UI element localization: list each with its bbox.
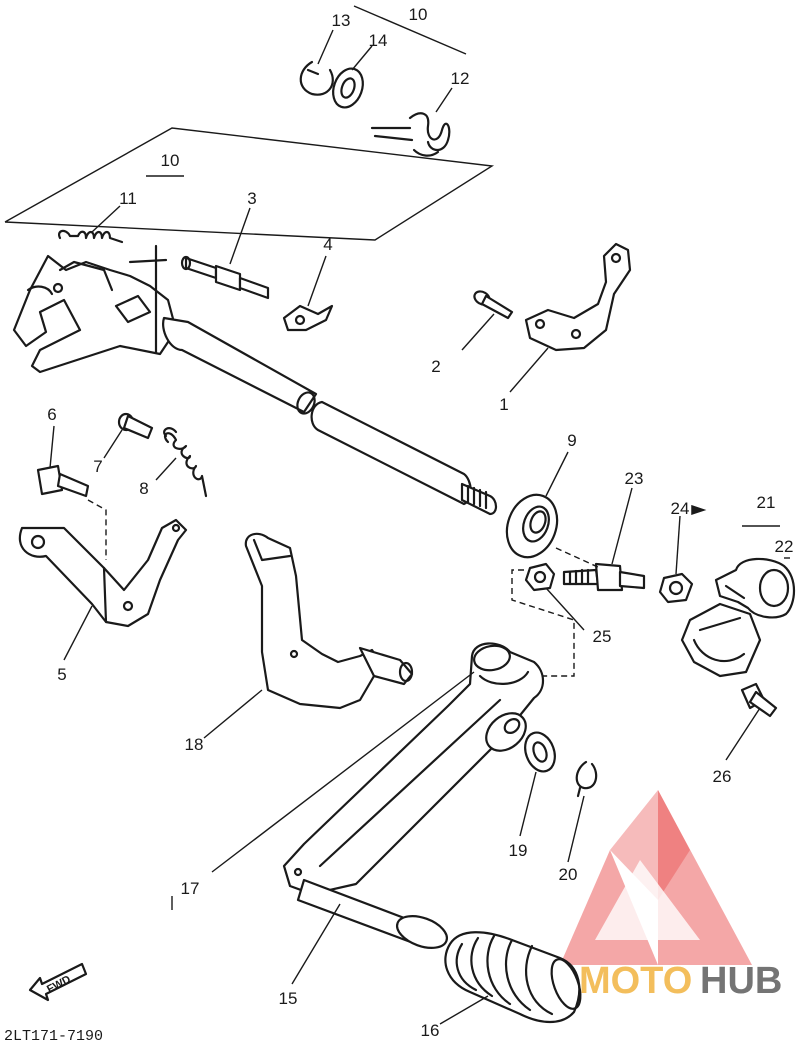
- callout-20: 20: [559, 865, 578, 884]
- callout-17: 17: [181, 879, 200, 898]
- part-10-shift-shaft-assembly: [12, 244, 498, 516]
- assembly-line-23-21: [555, 547, 601, 569]
- callout-10-mid: 10: [161, 151, 180, 170]
- callout-6: 6: [47, 405, 56, 424]
- part-19-washer: [524, 731, 556, 773]
- part-4-clip: [282, 304, 334, 332]
- callout-22: 22: [775, 537, 794, 556]
- callout-10-top: 10: [409, 5, 428, 24]
- assembly-line-5-6: [87, 499, 107, 560]
- part-6-bolt: [36, 464, 90, 498]
- part-16-pedal-rubber: [444, 931, 582, 1024]
- part-17-shift-pedal: [282, 642, 545, 896]
- callout-24: 24: [671, 499, 690, 518]
- part-5-lever-arm: [18, 518, 188, 628]
- part-26-bolt: [740, 682, 778, 718]
- forward-direction-label: FWD: [45, 973, 73, 995]
- part-3-stud-bolt: [180, 255, 270, 300]
- part-23-rod-end-bolt: [562, 562, 646, 592]
- callout-16: 16: [421, 1021, 440, 1040]
- part-22-rod-end: [714, 557, 796, 619]
- part-2-pin: [473, 290, 514, 320]
- callout-14: 14: [369, 31, 388, 50]
- part-14-washer: [332, 67, 364, 109]
- callout-labels: 10 13 14 12 10 11 3 4 2 1 6 7 8 9 23 24 …: [47, 5, 793, 1040]
- part-11-spring: [58, 229, 124, 244]
- watermark-text-right: HUB: [700, 960, 782, 1002]
- callout-12: 12: [451, 69, 470, 88]
- callout-5: 5: [57, 665, 66, 684]
- callout-19: 19: [509, 841, 528, 860]
- callout-25: 25: [593, 627, 612, 646]
- part-15-pedal-shaft: [296, 878, 448, 949]
- callout-18: 18: [185, 735, 204, 754]
- part-20-clip: [575, 760, 598, 798]
- callout-15: 15: [279, 989, 298, 1008]
- callout-1: 1: [499, 395, 508, 414]
- part-7-screw: [117, 412, 154, 440]
- part-1-stopper-plate: [524, 242, 632, 352]
- part-13-circlip: [299, 60, 334, 96]
- part-24-nut: [658, 572, 694, 604]
- forward-direction-arrow: FWD: [28, 962, 88, 1002]
- assembly-line-25: [511, 569, 575, 677]
- part-12-spring: [370, 112, 451, 157]
- part-18-shift-arm: [244, 532, 414, 710]
- callout-21: 21: [757, 493, 776, 512]
- callout-24-arrow: [691, 504, 707, 516]
- callout-26: 26: [713, 767, 732, 786]
- callout-9: 9: [567, 431, 576, 450]
- callout-8: 8: [139, 479, 148, 498]
- callout-11: 11: [119, 189, 137, 208]
- callout-4: 4: [323, 235, 332, 254]
- watermark-logo: [560, 790, 752, 965]
- part-25-nut: [524, 562, 556, 592]
- assembly-bracket-top: [4, 127, 495, 241]
- callout-2: 2: [431, 357, 440, 376]
- callout-23: 23: [625, 469, 644, 488]
- part-9-oil-seal: [505, 493, 559, 559]
- part-8-spring: [163, 427, 208, 498]
- part-21-rod-end: [680, 602, 762, 678]
- callout-7: 7: [93, 457, 102, 476]
- diagram-part-code: 2LT171-7190: [4, 1028, 103, 1045]
- callout-13: 13: [332, 11, 351, 30]
- callout-3: 3: [247, 189, 256, 208]
- leader-group-10-top: [353, 5, 467, 55]
